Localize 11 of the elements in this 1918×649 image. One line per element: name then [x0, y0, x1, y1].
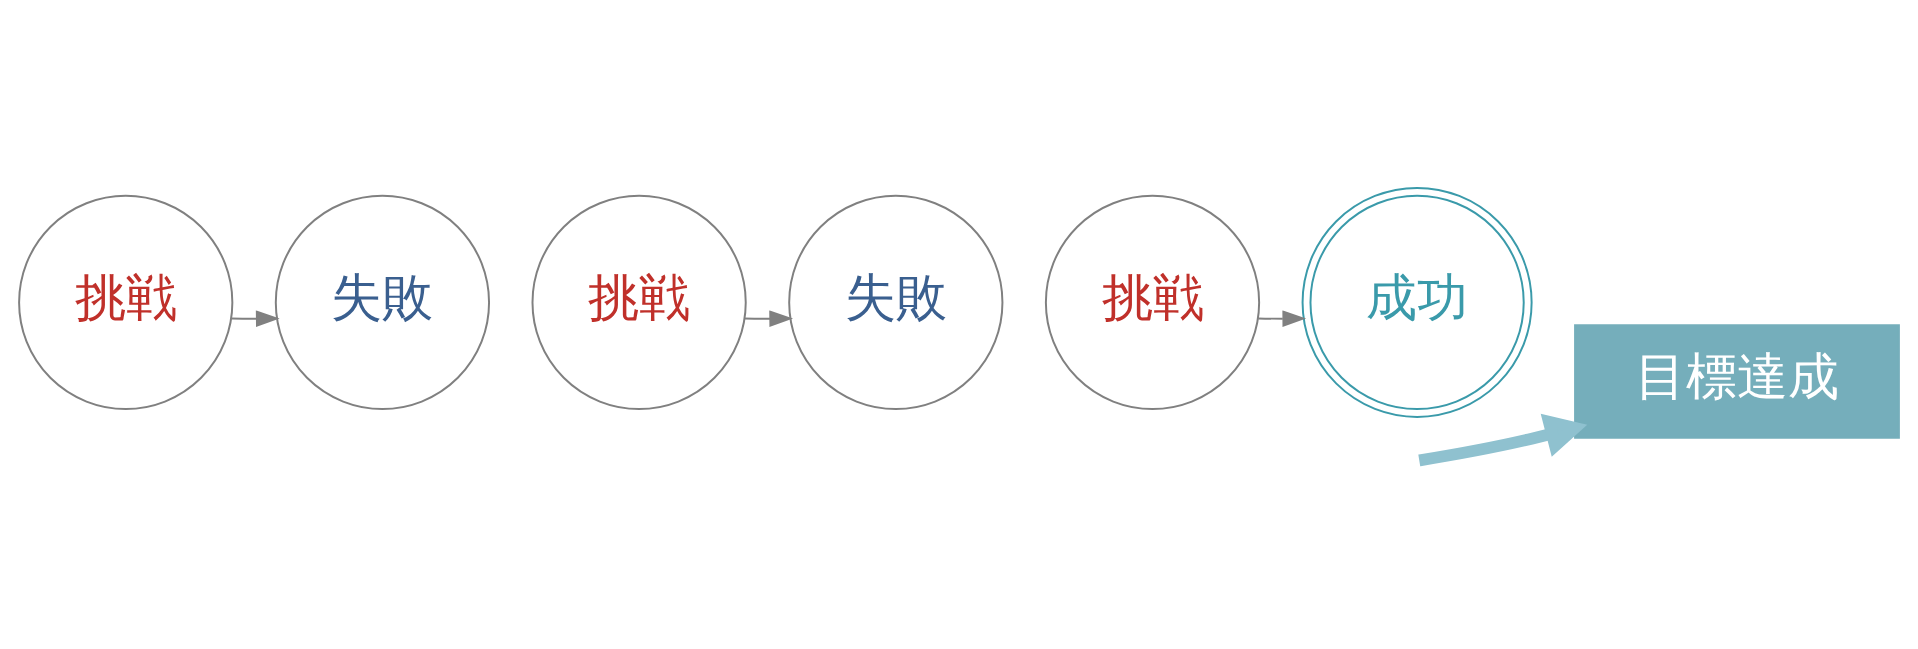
node-circle: 成功 — [1301, 186, 1533, 418]
node-circle: 失敗 — [788, 194, 1004, 411]
node-box: 目標達成 — [1574, 324, 1900, 439]
node-circle: 挑戦 — [531, 194, 747, 411]
arrow — [1257, 310, 1307, 328]
node-circle: 挑戦 — [18, 194, 234, 411]
arrow — [1418, 413, 1588, 467]
arrow — [743, 310, 794, 328]
arrow — [230, 310, 280, 328]
node-circle: 失敗 — [274, 194, 491, 411]
node-circle: 挑戦 — [1044, 194, 1261, 411]
